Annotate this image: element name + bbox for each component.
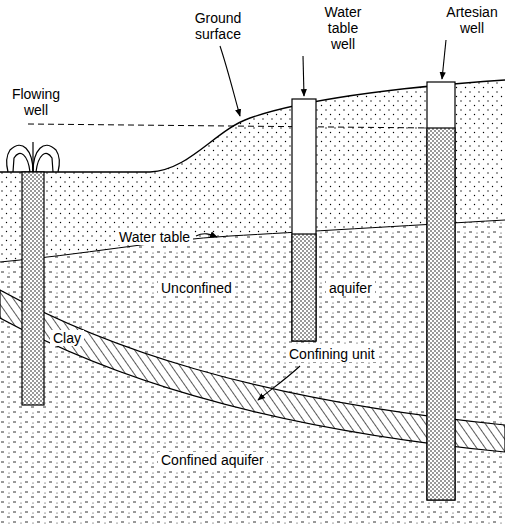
unsaturated-zone	[0, 80, 505, 526]
layer-label: Clay	[50, 330, 84, 346]
flowing-water	[7, 142, 60, 172]
flowing-well-casing	[22, 172, 44, 405]
water-table-label: Water table	[116, 229, 193, 245]
water-table-well-water	[292, 234, 316, 341]
artesian-well-water	[427, 128, 455, 500]
well-label: Artesian well	[441, 4, 503, 36]
water-table-well-casing	[292, 99, 316, 341]
artesian-well-casing	[427, 82, 455, 500]
well-label: Water table well	[318, 4, 368, 52]
layer-label: aquifer	[326, 280, 375, 296]
potentiometric-line	[28, 124, 432, 128]
leader-arrows	[196, 40, 446, 400]
layer-label: Unconfined	[158, 280, 235, 296]
well-label: Flowing well	[6, 86, 66, 118]
ground-surface-label: Ground surface	[186, 10, 250, 42]
layer-label: Confining unit	[286, 346, 378, 362]
layer-label: Confined aquifer	[158, 452, 267, 468]
